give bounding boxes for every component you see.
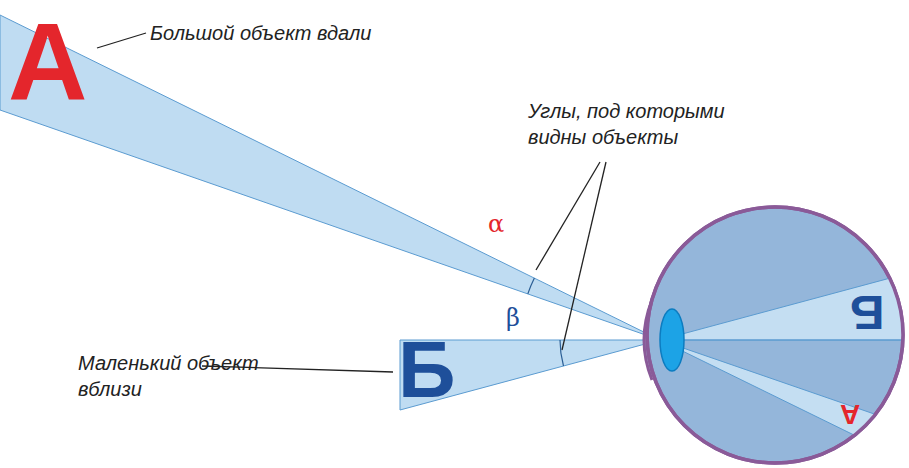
leader-line [562, 162, 606, 350]
lens [660, 309, 684, 371]
light-beam [660, 340, 909, 462]
angle-symbol: α [488, 212, 504, 236]
angle-arc [528, 278, 535, 294]
leader-line [536, 162, 600, 270]
light-beam [660, 273, 909, 340]
object-letter: А [8, 6, 87, 116]
retina-image: А [840, 400, 860, 428]
object-letter: Б [398, 330, 456, 410]
leader-line [97, 33, 146, 48]
object-caption: Маленький объект вблизи [78, 350, 278, 402]
angle-symbol: β [506, 306, 520, 330]
object-caption: Большой объект вдали [150, 20, 371, 46]
angle-note: Углы, под которыми видны объекты [528, 98, 743, 150]
light-beam [0, 15, 660, 340]
eyeball-outline [647, 207, 903, 463]
retina-image: Б [850, 288, 885, 336]
ray-line [660, 340, 909, 341]
